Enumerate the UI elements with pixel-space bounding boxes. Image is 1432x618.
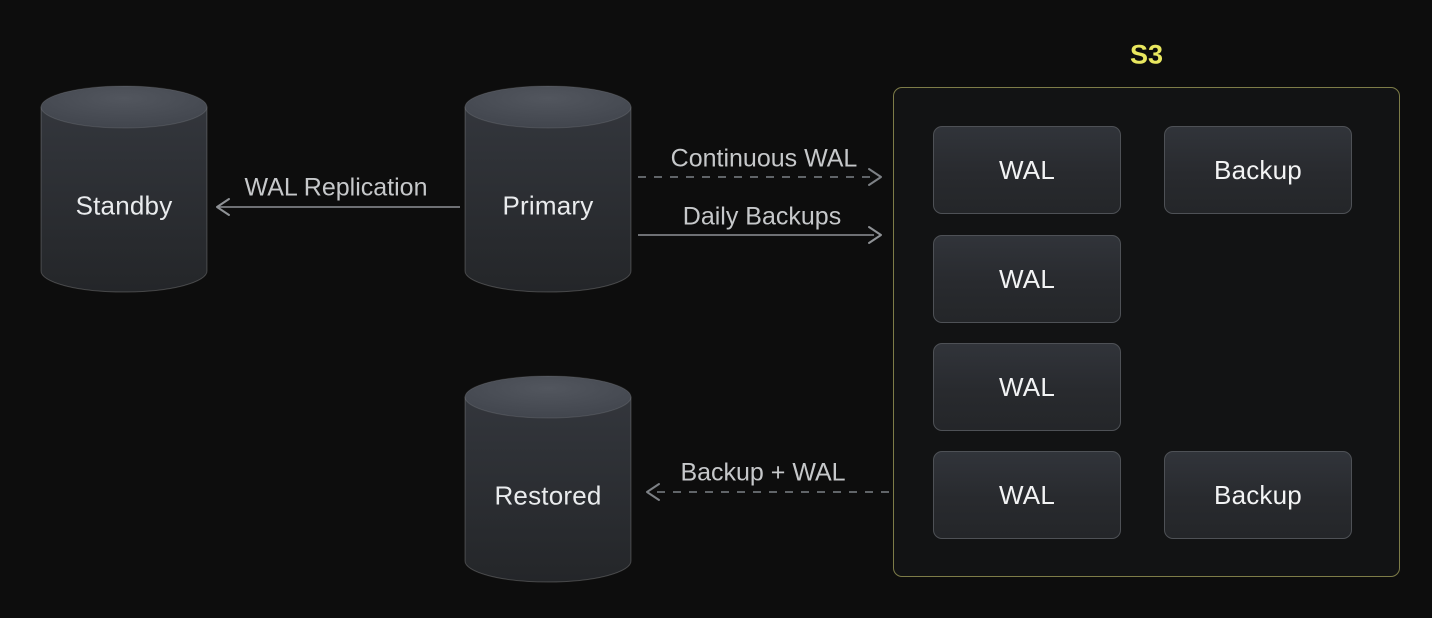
- s3-group-title: S3: [1129, 39, 1164, 70]
- restored-label: Restored: [494, 480, 602, 511]
- s3-backup-object: Backup: [1164, 451, 1352, 539]
- restored-database-node: Restored: [464, 375, 632, 583]
- daily-backups-arrow-label: Daily Backups: [682, 202, 842, 231]
- backup-plus-wal-arrow-label: Backup + WAL: [680, 458, 846, 487]
- standby-database-node: Standby: [40, 85, 208, 293]
- s3-wal-object: WAL: [933, 126, 1121, 214]
- standby-label: Standby: [75, 190, 173, 221]
- continuous-wal-arrow-label: Continuous WAL: [670, 144, 858, 173]
- primary-label: Primary: [502, 190, 594, 221]
- s3-wal-object: WAL: [933, 451, 1121, 539]
- primary-database-node: Primary: [464, 85, 632, 293]
- s3-wal-object: WAL: [933, 343, 1121, 431]
- s3-wal-object: WAL: [933, 235, 1121, 323]
- s3-group-container: WAL Backup WAL WAL WAL Backup: [893, 87, 1400, 577]
- s3-backup-object: Backup: [1164, 126, 1352, 214]
- wal-replication-arrow-label: WAL Replication: [244, 173, 428, 202]
